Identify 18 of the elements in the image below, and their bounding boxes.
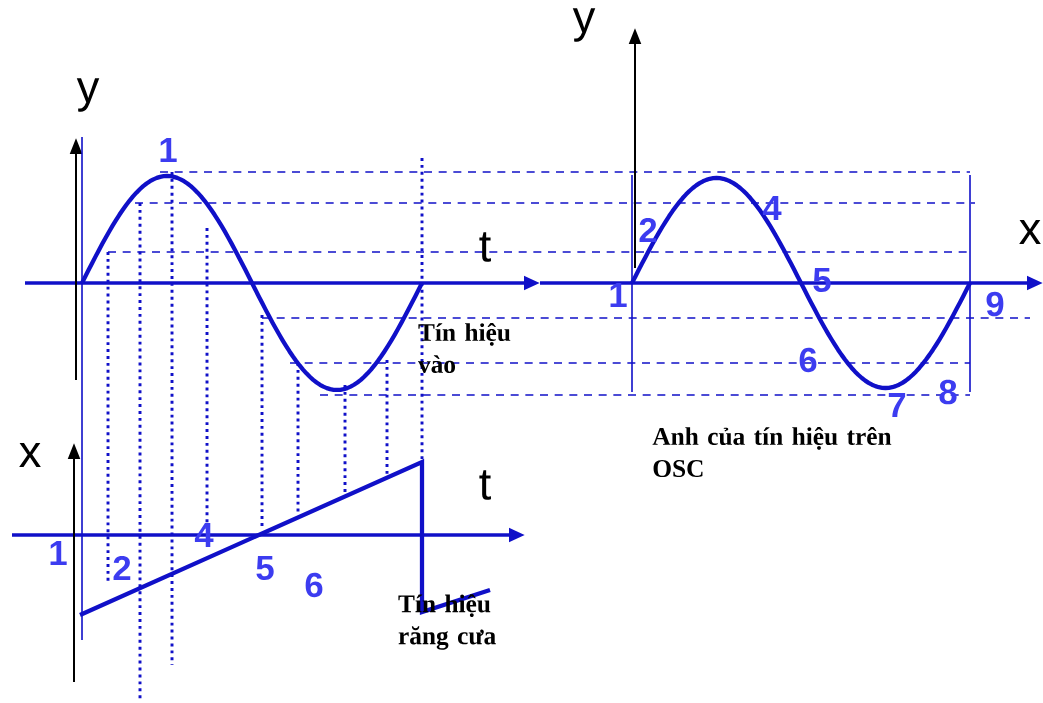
point-number: 2 — [639, 217, 657, 243]
point-number: 1 — [50, 541, 67, 565]
axis-label: x — [1019, 220, 1041, 244]
axis-label: y — [76, 78, 100, 112]
point-number: 6 — [305, 572, 323, 598]
axis-label: t — [479, 232, 491, 262]
point-number: 1 — [160, 138, 177, 162]
caption-text: Tín hiệu vào — [418, 322, 511, 374]
point-number: 6 — [799, 347, 817, 373]
axis-label: y — [572, 8, 596, 42]
point-number: 5 — [256, 555, 274, 581]
axis-label: t — [479, 470, 491, 500]
caption-text: Anh của tín hiệu trên OSC — [652, 426, 892, 478]
point-number: 7 — [888, 393, 906, 417]
axis-label: x — [19, 443, 41, 467]
point-number: 9 — [986, 291, 1004, 317]
point-number: 1 — [610, 283, 627, 307]
point-number: 2 — [113, 555, 131, 581]
